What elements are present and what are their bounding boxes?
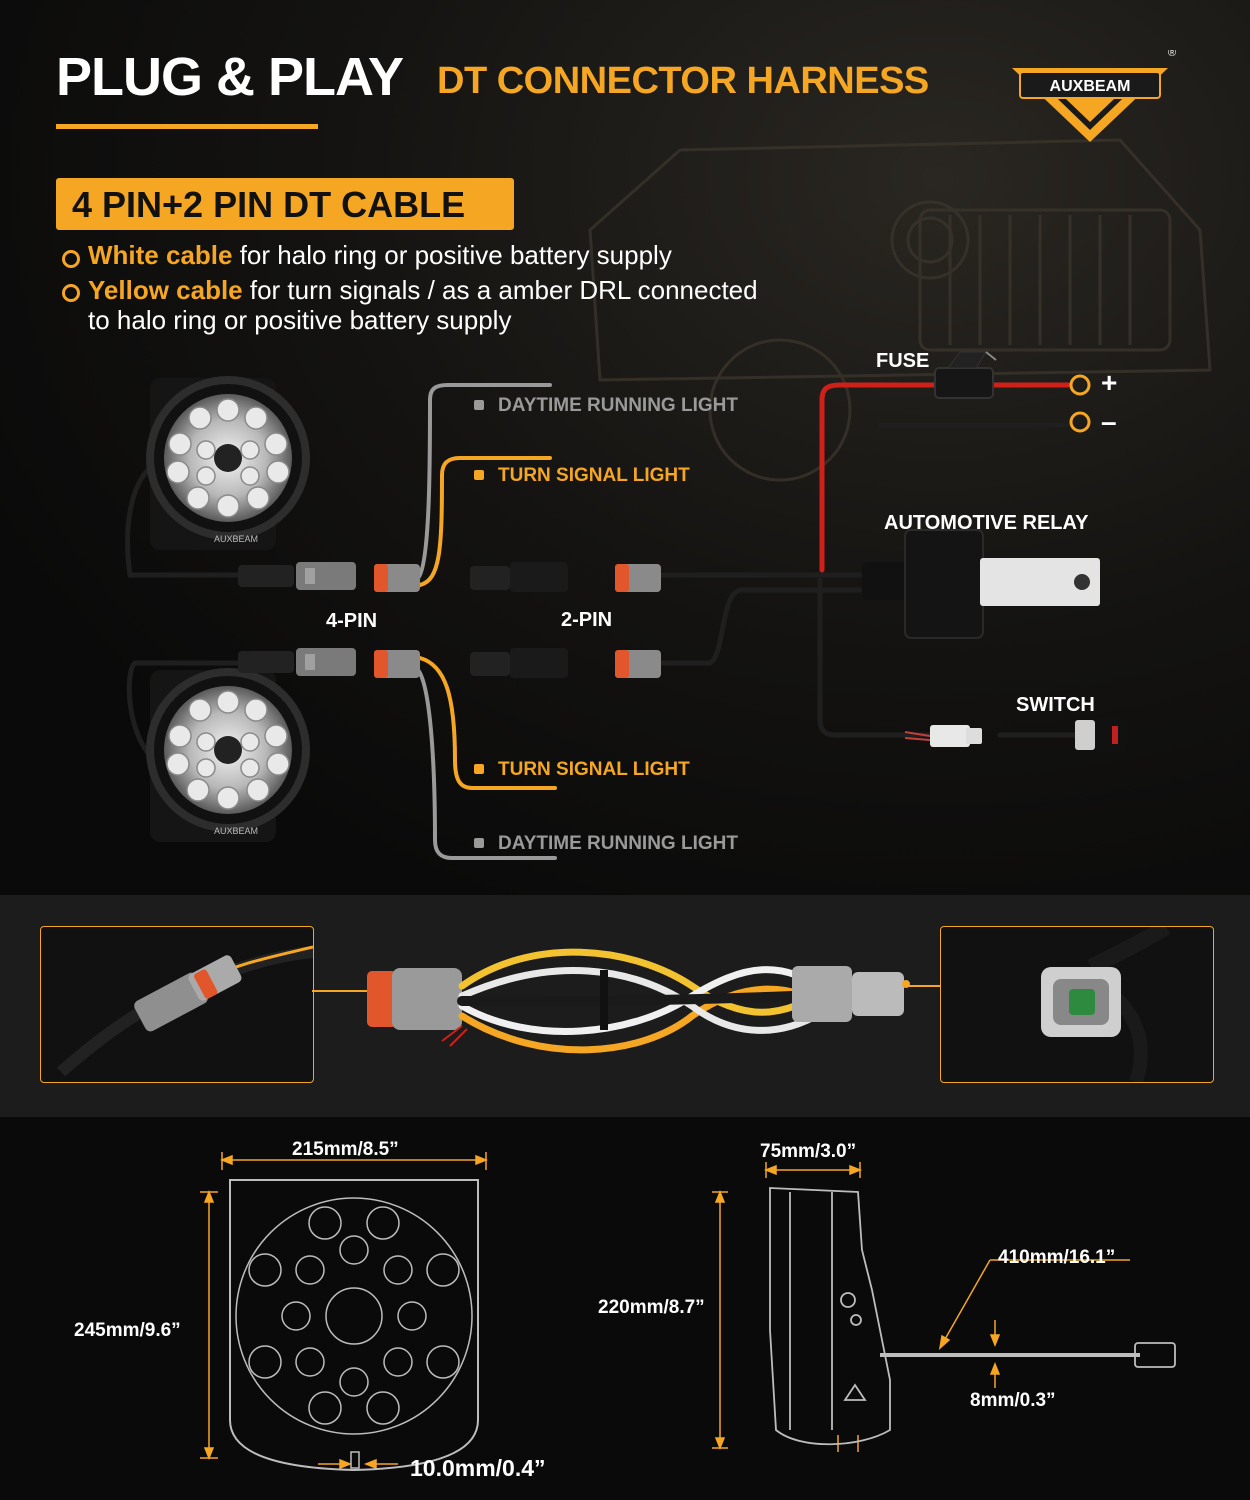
relay-label: AUTOMOTIVE RELAY: [884, 512, 1089, 534]
drl-label-top: DAYTIME RUNNING LIGHT: [498, 395, 738, 416]
switch-icon: [904, 718, 1127, 752]
front-view-outline: [229, 1179, 479, 1472]
male-connector-photo: [1041, 927, 1171, 1082]
side-height-label: 220mm/8.7”: [598, 1297, 705, 1318]
bullet-line-1: White cable for halo ring or positive ba…: [88, 240, 672, 271]
bullet-text-2: for turn signals / as a amber DRL connec…: [242, 275, 758, 305]
lamp-logo: AUXBEAM: [214, 826, 258, 836]
title-underline: [56, 124, 318, 129]
positive-terminal-icon: [1069, 374, 1091, 396]
dt-4pin-female-top-icon: [374, 564, 420, 592]
cable-badge-label: 4 PIN+2 PIN DT CABLE: [72, 184, 466, 225]
registered-mark: ®: [1168, 50, 1176, 59]
positive-wire: [819, 382, 943, 573]
jeep-silhouette: [588, 138, 1212, 482]
lamp-logo: AUXBEAM: [214, 534, 258, 544]
relay-icon: [862, 529, 1100, 639]
harness-branch-wire: [657, 587, 863, 666]
harness-photo: [312, 948, 940, 1054]
negative-label: –: [1101, 406, 1117, 437]
bracket-width-label: 10.0mm/0.4”: [410, 1455, 546, 1481]
brand-name: AUXBEAM: [1050, 78, 1131, 95]
bullet-icon: [62, 284, 80, 302]
fuse-icon: [934, 351, 997, 399]
drl-marker-icon: [474, 838, 484, 848]
bullet-highlight-2: Yellow cable: [88, 275, 243, 305]
dt-4pin-female-bottom-icon: [374, 650, 420, 678]
turn-marker-icon: [474, 470, 484, 480]
turn-wire-bottom: [418, 656, 557, 790]
bullet-line-2: Yellow cable for turn signals / as a amb…: [88, 275, 758, 306]
bullet-highlight-1: White cable: [88, 240, 233, 270]
lamp-bottom-icon: AUXBEAM: [146, 668, 310, 842]
two-pin-label: 2-PIN: [561, 609, 613, 631]
cable-diameter-label: 8mm/0.3”: [970, 1390, 1056, 1411]
switch-label: SWITCH: [1016, 694, 1095, 716]
turn-label-top: TURN SIGNAL LIGHT: [498, 465, 690, 486]
bullet-text-1: for halo ring or positive battery supply: [232, 240, 672, 270]
turn-marker-icon: [474, 764, 484, 774]
cable-badge: [56, 178, 514, 230]
dt-4pin-male-top-icon: [238, 562, 356, 590]
drl-wire-bottom: [416, 668, 557, 860]
turn-wire-top: [418, 456, 552, 587]
bullet-icon: [62, 250, 80, 268]
switch-wire: [817, 577, 933, 738]
dimension-drawing: [200, 1152, 1176, 1472]
drl-wire-top: [416, 383, 552, 580]
turn-label-bottom: TURN SIGNAL LIGHT: [498, 759, 690, 780]
lamp-top-icon: AUXBEAM: [146, 376, 310, 550]
cable-length-label: 410mm/16.1”: [998, 1247, 1116, 1268]
connector-closeup-left: [40, 926, 314, 1083]
front-height-label: 245mm/9.6”: [74, 1320, 181, 1341]
dt-4pin-male-bottom-icon: [238, 648, 356, 676]
drl-label-bottom: DAYTIME RUNNING LIGHT: [498, 833, 738, 854]
page-title: PLUG & PLAY: [56, 47, 404, 107]
side-view-outline: [769, 1187, 1176, 1446]
dt-2pin-female-top-icon: [615, 564, 661, 592]
negative-terminal-icon: [1069, 411, 1091, 433]
side-depth-label: 75mm/3.0”: [760, 1141, 857, 1162]
fuse-label: FUSE: [876, 350, 930, 372]
four-pin-label: 4-PIN: [326, 610, 378, 632]
bullet-line-2-continuation: to halo ring or positive battery supply: [88, 305, 512, 335]
dt-2pin-female-bottom-icon: [615, 650, 661, 678]
connector-closeup-right: [940, 926, 1214, 1083]
female-connector-photo: [57, 945, 313, 1077]
dt-2pin-male-top-icon: [470, 562, 568, 592]
auxbeam-logo: AUXBEAM ®: [1012, 50, 1176, 142]
positive-label: +: [1101, 367, 1118, 398]
drl-marker-icon: [474, 400, 484, 410]
dt-2pin-male-bottom-icon: [470, 648, 568, 678]
front-width-label: 215mm/8.5”: [292, 1139, 399, 1160]
wiring-diagram: AUXBEAM AUXBEAM: [125, 351, 1127, 860]
page-subtitle: DT CONNECTOR HARNESS: [437, 60, 929, 102]
